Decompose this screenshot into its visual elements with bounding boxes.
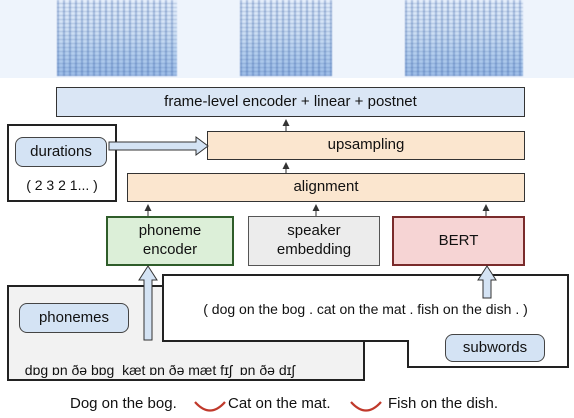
durations-label: durations	[30, 142, 92, 160]
durations-values-text: ( 2 3 2 1... )	[26, 177, 98, 194]
frame-level-encoder-box: frame-level encoder + linear + postnet	[56, 87, 525, 117]
durations-values: ( 2 3 2 1... )	[7, 174, 117, 198]
phoneme-encoder-box: phoneme encoder	[106, 216, 234, 266]
sentence-3-text: Fish on the dish.	[388, 395, 499, 412]
phonemes-text: dɒg ɒn ðə bɒg kæt ɒn ðə mæt fɪʃ ɒn ðə dɪ…	[17, 346, 295, 378]
phonemes-text-value: dɒg ɒn ðə bɒg kæt ɒn ðə mæt fɪʃ ɒn ðə dɪ…	[24, 362, 295, 378]
sentence-2-text: Cat on the mat.	[228, 395, 331, 412]
arrow-subwords-to-bert	[477, 265, 497, 299]
bert-label: BERT	[438, 231, 479, 249]
phonemes-pill: phonemes	[19, 303, 129, 333]
phoneme-encoder-label: phoneme encoder	[138, 222, 202, 258]
pause-mark-2	[350, 401, 382, 412]
bert-box: BERT	[392, 216, 525, 266]
speaker-embedding-box: speaker embedding	[248, 216, 380, 266]
subwords-pill: subwords	[445, 334, 545, 362]
spectrogram-segment-2	[240, 0, 332, 76]
upsampling-box: upsampling	[207, 131, 525, 160]
subwords-label: subwords	[462, 338, 528, 356]
sentence-2: Cat on the mat.	[228, 395, 331, 412]
speaker-embedding-label: speaker embedding	[276, 222, 352, 258]
sentence-1-text: Dog on the bog.	[70, 395, 177, 412]
phonemes-label: phonemes	[38, 308, 110, 326]
arrow-durations-to-upsampling	[108, 136, 209, 156]
sentence-3: Fish on the dish.	[388, 395, 498, 412]
alignment-label: alignment	[293, 178, 359, 196]
subwords-text: ( dog on the bog . cat on the mat . fish…	[163, 301, 568, 317]
sentence-1: Dog on the bog.	[70, 395, 177, 412]
frame-level-encoder-label: frame-level encoder + linear + postnet	[164, 92, 417, 110]
spectrogram-segment-3	[405, 0, 523, 76]
subwords-text-value: ( dog on the bog . cat on the mat . fish…	[203, 301, 528, 317]
spectrogram-segment-1	[57, 0, 177, 76]
pause-mark-1	[194, 401, 226, 412]
upsampling-label: upsampling	[327, 136, 405, 154]
arrow-phonemes-to-phoneme-encoder	[138, 265, 158, 341]
spectrogram-strip	[0, 0, 574, 78]
durations-pill: durations	[15, 137, 107, 167]
alignment-box: alignment	[127, 173, 525, 202]
